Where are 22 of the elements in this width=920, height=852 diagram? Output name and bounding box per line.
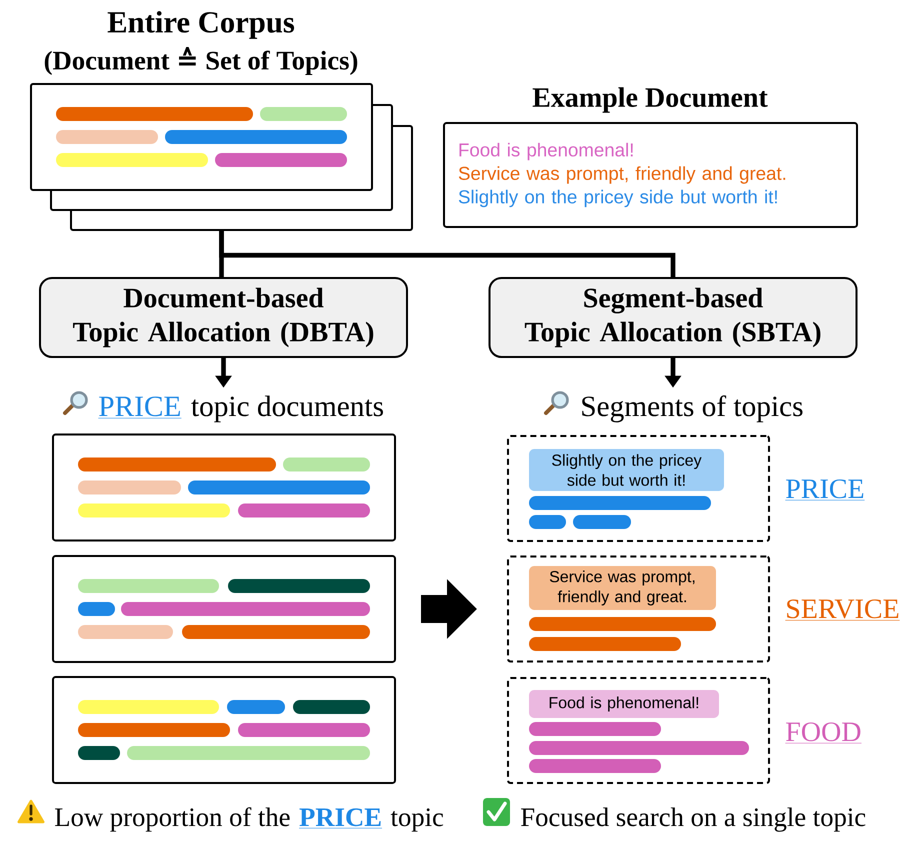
topic-link: PRICE [785, 479, 865, 500]
process-box: Document-based Topic Allocation (DBTA) [39, 277, 408, 358]
document-box: Food is phenomenal! Service was prompt, friendly and great. Slightly on the pricey side but worth it! [443, 122, 858, 228]
caption: Focused search on a single topic [521, 808, 866, 832]
topic-link: FOOD [785, 722, 862, 744]
topic-link: PRICE [98, 396, 182, 418]
topic-link: PRICE [298, 808, 382, 828]
process-box: Segment-based Topic Allocation (SBTA) [488, 277, 858, 358]
node-label: topic documents [191, 396, 383, 422]
document-box [52, 676, 396, 784]
heading: (Document ≙ Set of Topics) [44, 46, 358, 76]
heading: Example Document [532, 87, 768, 113]
document-box [52, 434, 396, 542]
sentence-bubble: Slightly on the pricey side but worth it! [529, 449, 724, 491]
sentence-bubble: Food is phenomenal! [529, 690, 719, 718]
connector-line [219, 230, 676, 277]
caption: topic [390, 808, 444, 832]
sentence-bubble: Service was prompt, friendly and great. [529, 566, 716, 610]
node-label: Segments of topics [582, 395, 802, 422]
topic-link: SERVICE [785, 599, 900, 621]
document-box [52, 555, 396, 663]
heading: Entire Corpus [108, 11, 294, 39]
